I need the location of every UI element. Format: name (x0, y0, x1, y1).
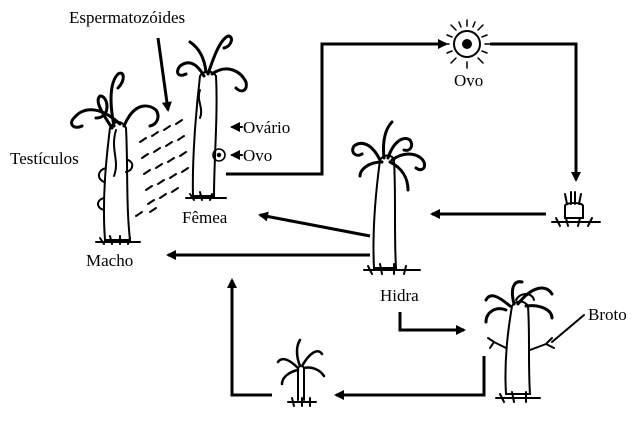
young-hydra (552, 192, 600, 226)
label-ovario: Ovário (243, 118, 290, 137)
label-ovo-top: Ovo (454, 71, 483, 90)
label-femea: Fêmea (182, 208, 228, 227)
arrow-broto-to-small (336, 356, 484, 395)
arrow-small-to-macho (232, 280, 272, 395)
label-testiculos: Testículos (10, 149, 79, 168)
label-macho: Macho (86, 251, 133, 270)
egg-top (443, 20, 491, 68)
arrow-hidra-to-broto (400, 312, 464, 330)
budding-hydra (486, 282, 554, 402)
sperm-cells (136, 120, 188, 216)
label-broto: Broto (588, 305, 627, 324)
label-hidra: Hidra (380, 286, 419, 305)
arrow-espermatozoides (158, 38, 168, 110)
small-hydra-bottom (278, 340, 324, 406)
arrow-egg-to-young (490, 44, 576, 180)
label-espermatozoides: Espermatozóides (69, 8, 185, 27)
central-hydra (353, 122, 425, 274)
label-ovo-female: Ovo (243, 146, 272, 165)
arrow-broto-pointer (552, 315, 584, 342)
arrow-hidra-to-femea (260, 215, 370, 236)
male-hydra (72, 73, 158, 244)
